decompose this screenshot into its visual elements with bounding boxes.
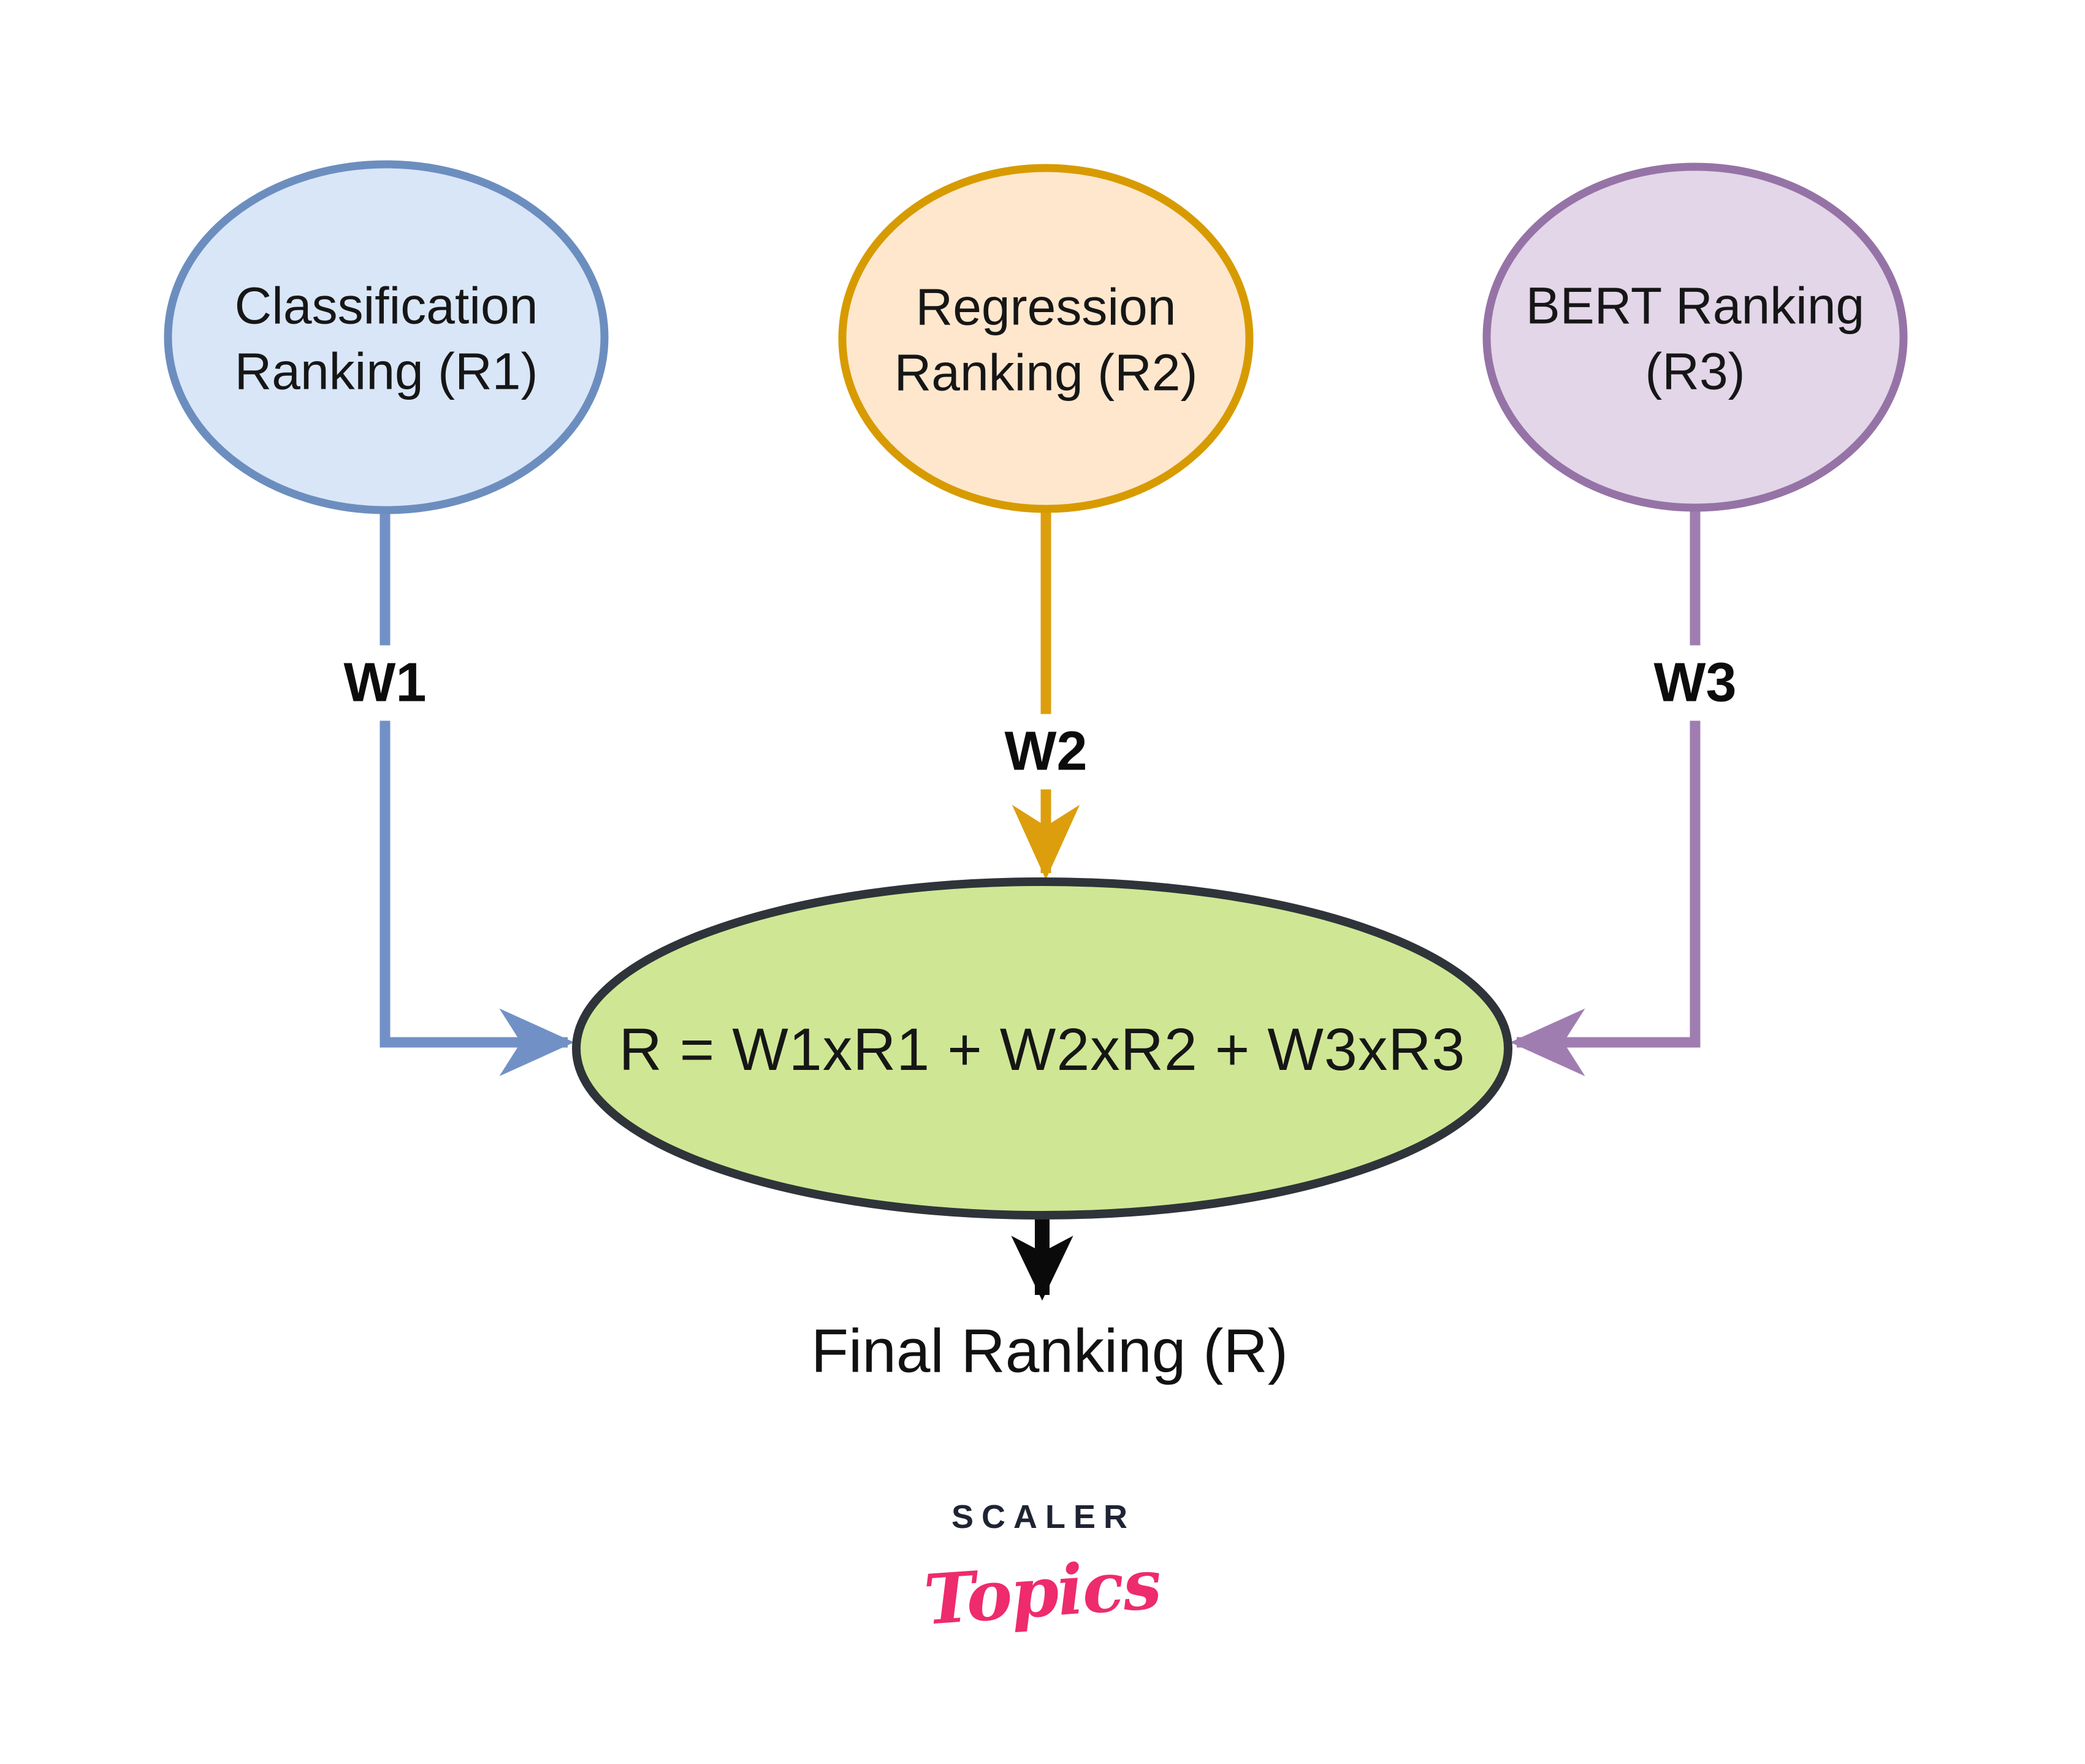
w3-edge-label: W3 bbox=[1642, 645, 1748, 721]
w3-edge bbox=[1510, 508, 1701, 1077]
classification-node-label-line1: Classification bbox=[234, 277, 538, 335]
bert-node-label-line1: BERT Ranking bbox=[1525, 277, 1865, 335]
classification-node-label: Classification Ranking (R1) bbox=[235, 273, 538, 403]
regression-node-label: Regression Ranking (R2) bbox=[894, 274, 1198, 405]
bert-node-label-line2: (R3) bbox=[1645, 342, 1745, 400]
regression-node-label-line1: Regression bbox=[915, 278, 1176, 336]
combiner-formula-label: R = W1xR1 + W2xR2 + W3xR3 bbox=[619, 1016, 1466, 1083]
final-ranking-label: Final Ranking (R) bbox=[810, 1316, 1289, 1386]
bert-node-ellipse bbox=[1482, 162, 1908, 512]
combiner-node-ellipse bbox=[572, 877, 1512, 1220]
bert-node-label: BERT Ranking (R3) bbox=[1526, 273, 1865, 403]
classification-node-label-line2: Ranking (R1) bbox=[234, 342, 538, 400]
w2-edge-label: W2 bbox=[993, 714, 1099, 790]
regression-node-label-line2: Ranking (R2) bbox=[894, 343, 1198, 401]
w1-edge-label: W1 bbox=[332, 645, 438, 721]
regression-node-ellipse bbox=[838, 164, 1254, 513]
scaler-topics-script: Topics bbox=[921, 1544, 1163, 1641]
classification-node-ellipse bbox=[164, 160, 609, 514]
scaler-wordmark: SCALER bbox=[951, 1499, 1136, 1535]
w1-edge bbox=[379, 510, 574, 1077]
